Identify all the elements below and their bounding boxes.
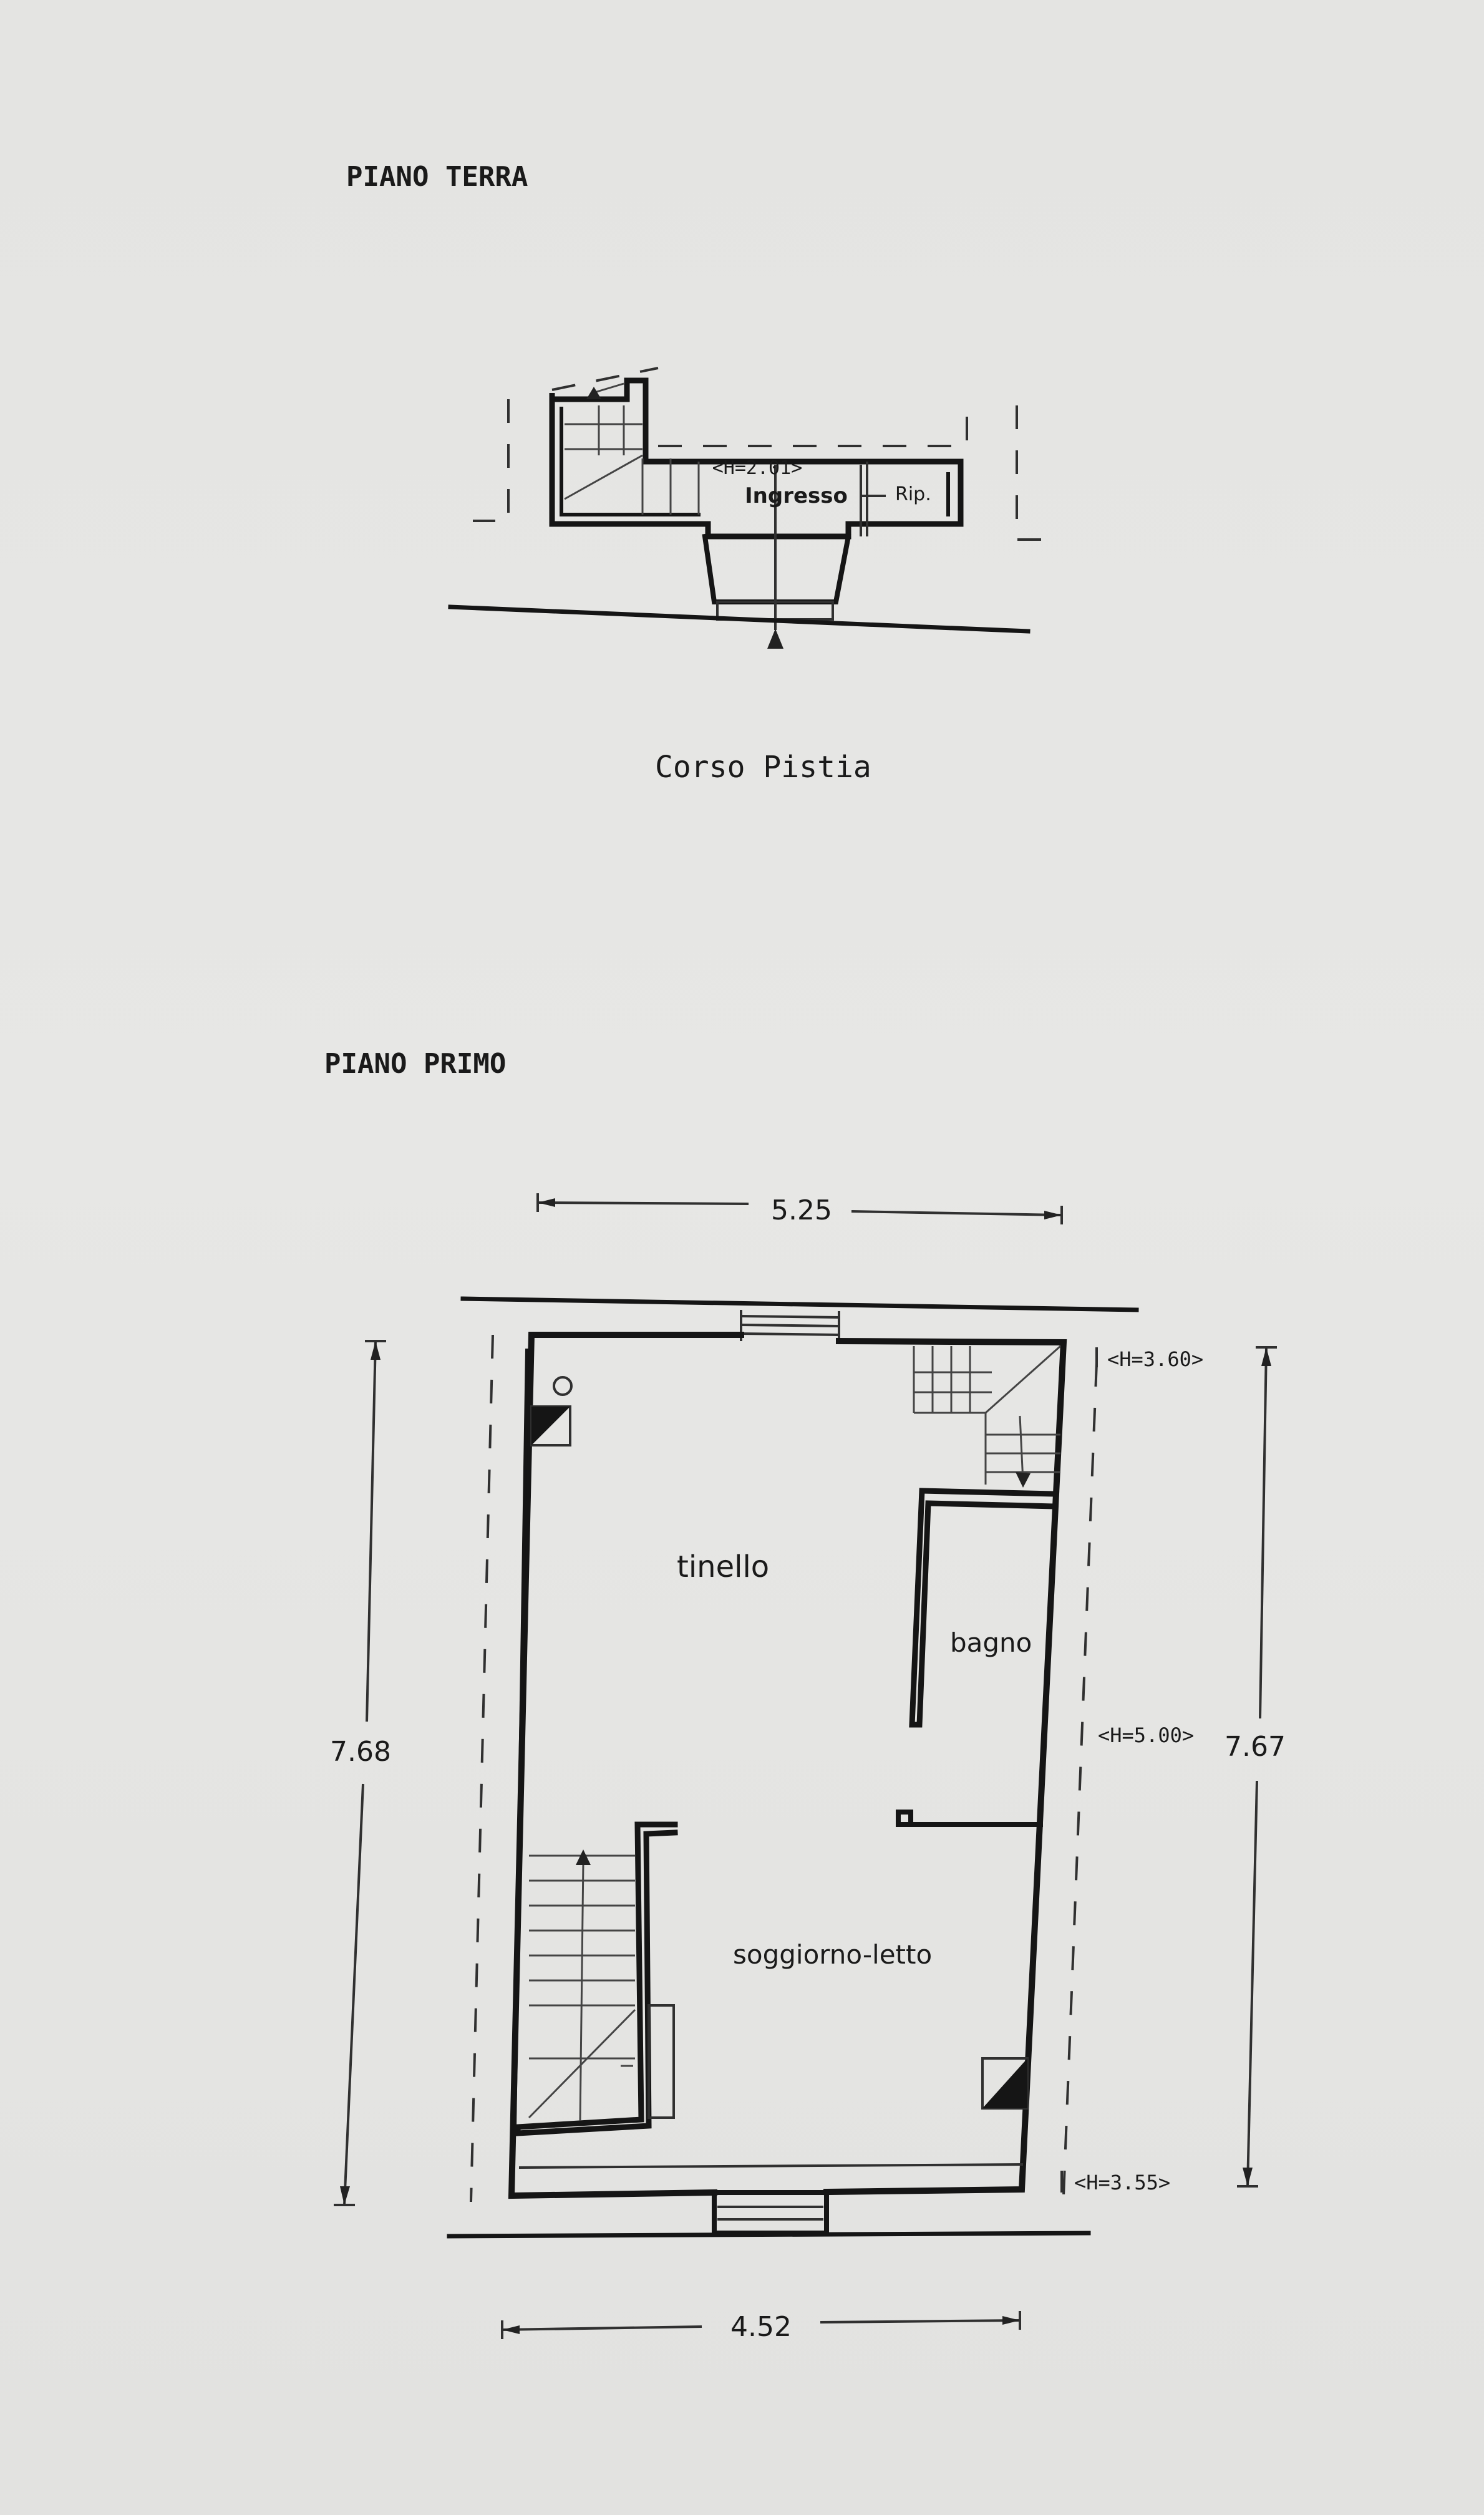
chimney-circle-icon — [553, 1376, 573, 1396]
first-floor-dashed-right — [1062, 1362, 1098, 2196]
room-label-living: soggiorno-letto — [733, 1939, 932, 1970]
living-partition — [896, 1810, 1043, 1827]
room-label-entrance: Ingresso — [745, 483, 848, 508]
first-floor-dashed-left — [470, 1334, 494, 2202]
dimension-bottom — [501, 2311, 1021, 2339]
ground-floor-plan: <H=2.01> Ingresso Rip. — [448, 367, 1051, 649]
ground-stair-dashed — [551, 367, 659, 391]
bathroom-walls — [909, 1488, 1057, 1728]
height-label-top: <H=3.60> — [1107, 1347, 1203, 1371]
ground-neighbour-right — [1016, 405, 1051, 541]
first-floor-top-window — [740, 1310, 840, 1342]
stair-top-arrow-icon — [1016, 1472, 1031, 1488]
first-floor-bottom-window — [712, 2190, 829, 2236]
height-label-mid: <H=5.00> — [1098, 1723, 1194, 1747]
room-label-storage: Rip. — [895, 483, 931, 505]
stair-bottom-left-wall — [515, 1821, 678, 2136]
stair-top-right — [913, 1345, 1061, 1485]
room-label-dining: tinello — [677, 1549, 769, 1584]
first-floor-plan: 5.25 — [330, 1193, 1286, 2343]
ground-neighbour-left — [473, 399, 510, 522]
ground-floor-title: PIANO TERRA — [346, 161, 528, 193]
dimension-top — [536, 1193, 1063, 1224]
ground-neighbour-back — [658, 396, 968, 447]
dimension-left-label: 7.68 — [330, 1736, 391, 1768]
first-floor-title: PIANO PRIMO — [324, 1048, 506, 1080]
first-floor-inner-bottom — [518, 2163, 1024, 2169]
entrance-arrow-icon — [767, 629, 783, 649]
dimension-right-label: 7.67 — [1225, 1731, 1286, 1763]
ground-height-label: <H=2.01> — [712, 457, 803, 479]
first-floor-inner-left — [512, 1348, 530, 2131]
stair-landing — [647, 2004, 675, 2119]
dimension-left — [334, 1340, 386, 2206]
stair-bottom-left — [528, 1854, 636, 2121]
first-floor-top-line — [460, 1296, 1139, 1312]
height-label-bottom: <H=3.55> — [1074, 2171, 1170, 2194]
dimension-top-label: 5.25 — [771, 1195, 832, 1226]
street-label: Corso Pistia — [655, 750, 871, 785]
ground-stair-arrow-icon — [586, 387, 601, 399]
first-floor-outer-walls — [508, 1332, 1067, 2199]
room-label-bath: bagno — [950, 1627, 1032, 1658]
ground-floor-walls — [549, 377, 964, 540]
first-floor-bottom-line — [447, 2231, 1091, 2239]
dimension-bottom-label: 4.52 — [730, 2311, 792, 2343]
street-line — [448, 604, 1031, 634]
shaft-top-left — [530, 1405, 571, 1446]
ground-stair — [564, 382, 700, 515]
dimension-right — [1237, 1346, 1277, 2188]
shaft-bottom-right — [981, 2057, 1029, 2110]
stair-bottom-arrow-icon — [576, 1849, 591, 1865]
ground-inner-wall — [560, 407, 701, 516]
